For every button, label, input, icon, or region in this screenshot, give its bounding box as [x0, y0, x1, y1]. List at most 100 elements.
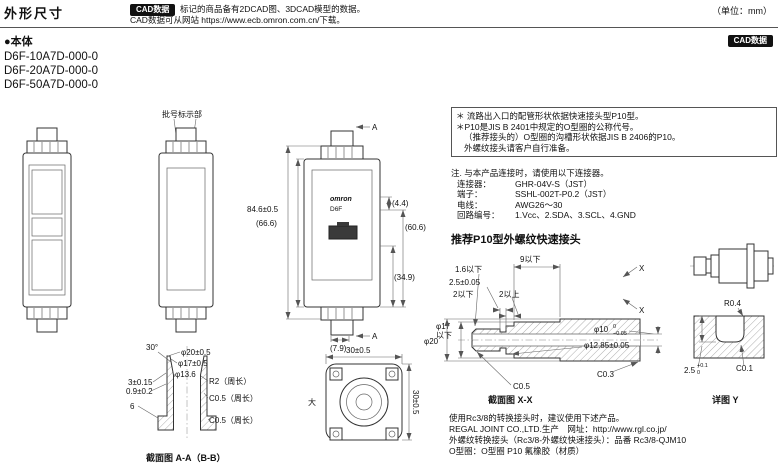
- flange-ribs: [172, 142, 198, 152]
- usage-line: O型圈：O型圈 P10 氟橡胶（材质）: [449, 446, 585, 456]
- dim-depth3: 6: [130, 402, 135, 411]
- connection-value: SSHL-002T-P0.2（JST）: [515, 189, 612, 199]
- dim-land-max: 2以下: [453, 290, 473, 299]
- outline: [175, 318, 197, 333]
- ext-lines: [380, 196, 406, 308]
- port-circle: [339, 377, 389, 427]
- corner-pad: [385, 367, 399, 381]
- note-line: ＊ 流路出入口的配管形状依据快速接头型P10型。: [456, 111, 644, 121]
- caption-section-aa: 截面图 A-A（B-B）: [146, 452, 226, 463]
- connection-value: AWG26～30: [515, 199, 563, 210]
- dim-flange-height: 30±0.5: [411, 390, 420, 415]
- flange-bottom-view: 30±0.5 30±0.5 大: [308, 346, 420, 441]
- connection-value: GHR-04V-S（JST）: [515, 178, 592, 189]
- outline: [22, 152, 72, 308]
- leader-line: [476, 351, 512, 386]
- cad-note-line1: 标记的商品备有2DCAD图、3DCAD模型的数据。: [180, 4, 366, 14]
- joint-notes-box: ＊ 流路出入口的配管形状依据快速接头型P10型。 ＊P10是JIS B 2401…: [451, 107, 777, 157]
- joint-section-xx: 9以下 1.6以下 2.5±0.05 2以下 2以上 φ17 以下 φ20 φ1…: [424, 255, 662, 405]
- connection-row: 端子： SSHL-002T-P0.2（JST）: [451, 189, 636, 200]
- screw-hole: [332, 430, 340, 438]
- leader-line: [200, 375, 209, 382]
- dim-groove-depth-tol-top: +0.1: [697, 363, 708, 369]
- cad-note-line2: CAD数据可从网站 https://www.ecb.omron.com.cn/下…: [130, 15, 345, 25]
- batch-label-area: [166, 167, 206, 291]
- leader-line: [473, 273, 480, 327]
- dim-groove-depth: 2.5: [684, 366, 696, 375]
- model-number: D6F-10A7D-000-0: [4, 51, 98, 63]
- dim-depth1: 3±0.15: [128, 378, 153, 387]
- corner-pad: [329, 427, 343, 441]
- connection-value: 1.Vcc、2.SDA、3.SCL、4.GND: [515, 210, 636, 220]
- connection-row: 电线： AWG26～30: [451, 200, 636, 211]
- joint-section-heading: 推荐P10型外螺纹快速接头: [451, 234, 581, 246]
- connection-label: 端子：: [457, 189, 483, 199]
- leader-line: [511, 346, 583, 356]
- leader-line: [611, 361, 639, 373]
- outline: [31, 169, 63, 215]
- corner-pad: [385, 427, 399, 441]
- dim-chamfer2: C0.5（周长）: [209, 415, 258, 425]
- outline: [165, 140, 207, 154]
- leader-line: [173, 373, 175, 378]
- brand-logo: omron: [330, 196, 352, 203]
- outline: [28, 164, 66, 296]
- outline: [311, 169, 373, 281]
- outline: [767, 257, 774, 275]
- outline: [746, 243, 755, 289]
- main-dimensions: A A 84.6±0.5 (66.6) (4.4) (60.6) (34.9) …: [247, 123, 426, 353]
- bore-lines: [473, 333, 640, 347]
- leader-line: [737, 307, 744, 317]
- outline: [31, 217, 63, 237]
- dim-c01: C0.1: [736, 364, 753, 373]
- dim-inner-dia: φ13.6: [175, 370, 196, 379]
- front-view-body: [22, 127, 72, 333]
- dim-depth2: 0.9±0.2: [126, 387, 153, 396]
- dim-bottom-offset: (7.9): [330, 344, 347, 353]
- model-list: D6F-10A7D-000-0 D6F-20A7D-000-0 D6F-50A7…: [4, 50, 98, 92]
- connection-note: 注. 与本产品连接时，请使用以下连接器。: [451, 168, 609, 178]
- dim-mid-height: (60.6): [405, 223, 426, 232]
- dim-dia20: φ20: [424, 337, 439, 346]
- outline: [693, 256, 707, 276]
- ext-lines: [330, 336, 350, 342]
- page-title: 外形尺寸: [4, 6, 65, 21]
- dim-tip-chamfer: 1.6以下: [455, 265, 482, 274]
- section-mark-x-top: X: [639, 264, 645, 273]
- flange-ribs: [172, 308, 198, 318]
- dim-len9: 9以下: [520, 255, 540, 264]
- outline: [330, 319, 354, 336]
- side-view-body: 批号标示部: [158, 109, 214, 333]
- body-section-title: ●本体: [4, 36, 33, 48]
- dim-dia17: φ17: [436, 322, 451, 331]
- hatch-section: [693, 315, 765, 359]
- leader-line: [137, 405, 159, 419]
- dim-flange-width: 30±0.5: [346, 346, 371, 355]
- connection-label: 连接器：: [457, 178, 492, 189]
- dim-total-height: 84.6±0.5: [247, 205, 279, 214]
- joint-side-view: [690, 243, 774, 289]
- hatch-section: [157, 355, 174, 431]
- dim-mid-dia: φ17±0.5: [178, 359, 208, 368]
- cad-data-badge-header: CAD数据: [130, 4, 176, 16]
- caption-section-xx: 截面图 X-X: [488, 394, 533, 405]
- dim-c05: C0.5: [513, 382, 530, 391]
- port-circle: [355, 393, 373, 411]
- dim-groove-width: 2.5±0.05: [449, 278, 481, 287]
- outline: [753, 250, 769, 282]
- flange-ribs: [33, 142, 59, 152]
- header-divider: [0, 27, 778, 28]
- connection-row: 连接器： GHR-04V-S（JST）: [451, 179, 636, 190]
- connection-info: 注. 与本产品连接时，请使用以下连接器。 连接器： GHR-04V-S（JST）…: [451, 168, 636, 221]
- note-line: （推荐接头的）O型圈的沟槽形状依据JIS B 2406的P10。: [464, 132, 681, 142]
- section-mark-a-top: A: [372, 123, 378, 132]
- connection-label: 电线：: [457, 199, 483, 210]
- usage-line: REGAL JOINT CO.,LTD.生产 网址：http://www.rgl…: [449, 424, 667, 434]
- dim-groove-depth-tol-bot: 0: [697, 370, 700, 376]
- flange-ribs: [327, 308, 353, 319]
- outline: [330, 130, 354, 147]
- outline: [36, 127, 58, 142]
- outline: [710, 254, 720, 278]
- leader-line: [167, 351, 181, 357]
- flange-ribs: [33, 308, 59, 318]
